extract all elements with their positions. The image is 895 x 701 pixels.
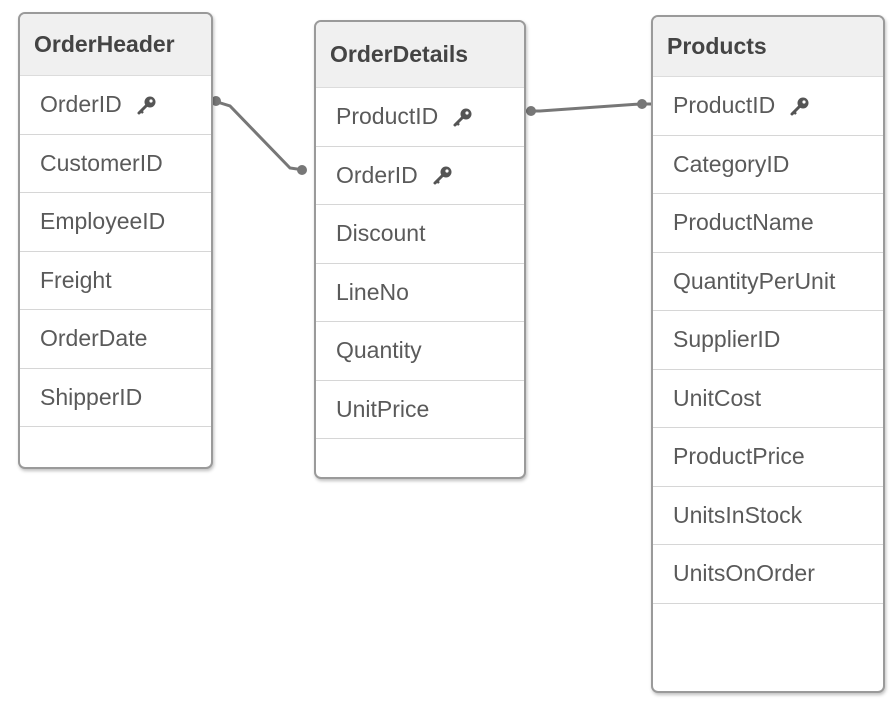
field-row[interactable]: SupplierID <box>653 311 883 370</box>
field-label: ShipperID <box>40 383 143 410</box>
field-label: OrderID <box>40 91 122 118</box>
field-label: SupplierID <box>673 326 781 353</box>
empty-row <box>20 427 211 467</box>
table-orderdetails[interactable]: OrderDetails ProductID OrderID Discount … <box>314 20 526 479</box>
field-row[interactable]: UnitPrice <box>316 381 524 439</box>
field-row[interactable]: OrderID <box>316 147 524 205</box>
key-icon <box>137 96 156 115</box>
field-label: OrderDate <box>40 325 148 352</box>
field-row[interactable]: QuantityPerUnit <box>653 253 883 311</box>
empty-row <box>653 604 883 663</box>
field-row[interactable]: UnitsOnOrder <box>653 545 883 604</box>
field-row[interactable]: ProductName <box>653 194 883 253</box>
field-row[interactable]: Quantity <box>316 322 524 381</box>
empty-row <box>316 439 524 477</box>
field-label: ProductID <box>673 92 776 119</box>
field-label: CategoryID <box>673 150 790 177</box>
field-row[interactable]: OrderDate <box>20 310 211 369</box>
field-row[interactable]: UnitCost <box>653 370 883 428</box>
field-label: Quantity <box>336 337 422 364</box>
field-row[interactable]: ProductID <box>316 88 524 147</box>
field-label: ProductName <box>673 209 814 236</box>
key-icon <box>453 108 472 127</box>
field-row[interactable]: UnitsInStock <box>653 487 883 545</box>
table-title: OrderHeader <box>20 14 211 76</box>
field-row[interactable]: Freight <box>20 252 211 310</box>
key-icon <box>433 166 452 185</box>
field-row[interactable]: ShipperID <box>20 369 211 427</box>
field-label: ProductPrice <box>673 443 805 470</box>
link-orderdetails-products <box>526 99 653 116</box>
field-row[interactable]: ProductPrice <box>653 428 883 487</box>
field-row[interactable]: ProductID <box>653 77 883 136</box>
field-row[interactable]: EmployeeID <box>20 193 211 252</box>
field-label: OrderID <box>336 161 418 188</box>
field-label: UnitsOnOrder <box>673 560 815 587</box>
field-label: ProductID <box>336 103 439 130</box>
field-row[interactable]: CategoryID <box>653 136 883 194</box>
field-label: UnitCost <box>673 384 762 411</box>
link-orderheader-orderdetails <box>211 96 307 175</box>
table-orderheader[interactable]: OrderHeader OrderID CustomerID EmployeeI… <box>18 12 213 469</box>
field-row[interactable]: Discount <box>316 205 524 264</box>
field-label: EmployeeID <box>40 208 166 235</box>
table-title: Products <box>653 17 883 77</box>
field-row[interactable]: CustomerID <box>20 135 211 193</box>
field-label: Discount <box>336 220 426 247</box>
key-icon <box>790 97 809 116</box>
field-label: Freight <box>40 266 112 293</box>
field-row[interactable]: LineNo <box>316 264 524 322</box>
field-label: UnitsInStock <box>673 501 803 528</box>
field-label: CustomerID <box>40 149 163 176</box>
field-label: LineNo <box>336 278 409 305</box>
table-title: OrderDetails <box>316 22 524 88</box>
table-products[interactable]: Products ProductID CategoryID ProductNam… <box>651 15 885 693</box>
field-row[interactable]: OrderID <box>20 76 211 135</box>
field-label: UnitPrice <box>336 395 430 422</box>
field-label: QuantityPerUnit <box>673 267 836 294</box>
